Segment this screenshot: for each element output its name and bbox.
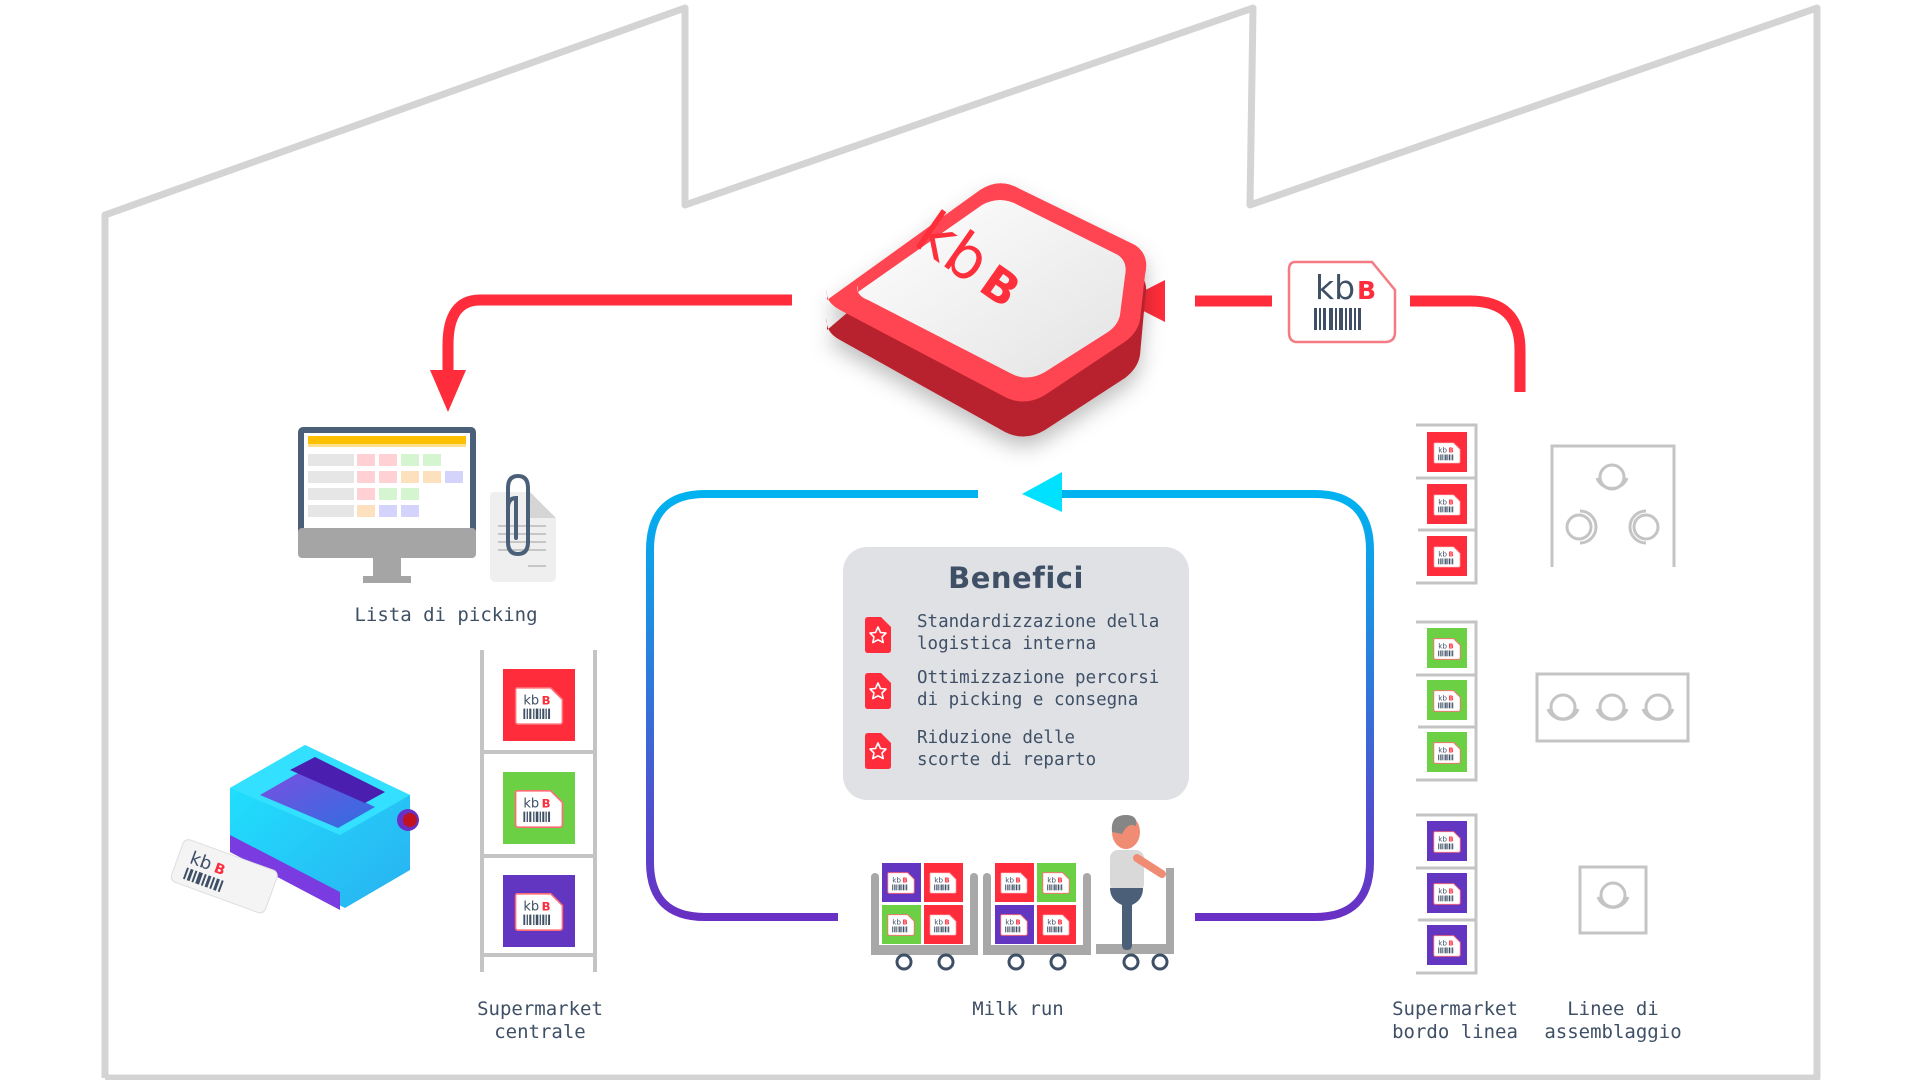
- milk-run-loop-left: [646, 490, 978, 921]
- cart-1: [871, 863, 978, 971]
- assembly-cell-2: [1535, 672, 1690, 743]
- central-supermarket-shelf: [480, 650, 597, 972]
- red-line-from-assembly: [1410, 295, 1526, 392]
- milk-run-arrowhead-left: [1022, 472, 1062, 512]
- label-line-supermarket: Supermarket bordo linea: [1392, 998, 1518, 1043]
- factory-outline: [101, 4, 1821, 1080]
- label-milk-run: Milk run: [972, 998, 1064, 1020]
- svg-text:B: B: [1357, 276, 1376, 305]
- milk-run-loop-right: [1062, 490, 1374, 921]
- svg-text:kb: kb: [1315, 268, 1355, 307]
- milk-run-train: [871, 815, 1174, 971]
- document-paperclip-icon: [490, 473, 556, 582]
- benefits-panel: Benefici Standardizzazione della logisti…: [843, 547, 1189, 800]
- cart-2: [983, 863, 1091, 971]
- monitor-icon: [298, 427, 476, 583]
- kanban-card-floating: kb B: [1287, 260, 1397, 344]
- red-arrow-to-picking: [442, 294, 792, 372]
- benefit-text: Riduzione delle scorte di reparto: [917, 728, 1097, 770]
- benefit-text: Ottimizzazione percorsi di picking e con…: [917, 668, 1160, 710]
- assembly-cell-1: [1550, 444, 1676, 567]
- benefits-title: Benefici: [948, 561, 1084, 595]
- tugger-with-operator: [1096, 815, 1174, 971]
- benefit-item: Riduzione delle scorte di reparto: [865, 727, 1185, 777]
- line-side-supermarket: [1416, 423, 1478, 975]
- svg-text:B: B: [212, 860, 228, 879]
- benefit-item: Ottimizzazione percorsi di picking e con…: [865, 667, 1185, 717]
- assembly-cell-3: [1578, 865, 1648, 935]
- star-tag-icon: [865, 673, 891, 709]
- label-printer-icon: kb B: [170, 745, 419, 914]
- star-tag-icon: [865, 617, 891, 653]
- benefit-item: Standardizzazione della logistica intern…: [865, 611, 1185, 661]
- label-central-supermarket: Supermarket centrale: [477, 998, 603, 1043]
- assembly-lines: [1535, 444, 1690, 935]
- red-arrowhead-down: [430, 370, 466, 412]
- label-assembly-lines: Linee di assemblaggio: [1544, 998, 1682, 1043]
- star-tag-icon: [865, 733, 891, 769]
- label-picking-list: Lista di picking: [354, 604, 538, 626]
- benefit-text: Standardizzazione della logistica intern…: [917, 612, 1160, 654]
- kbb-logo: kb B: [826, 183, 1147, 437]
